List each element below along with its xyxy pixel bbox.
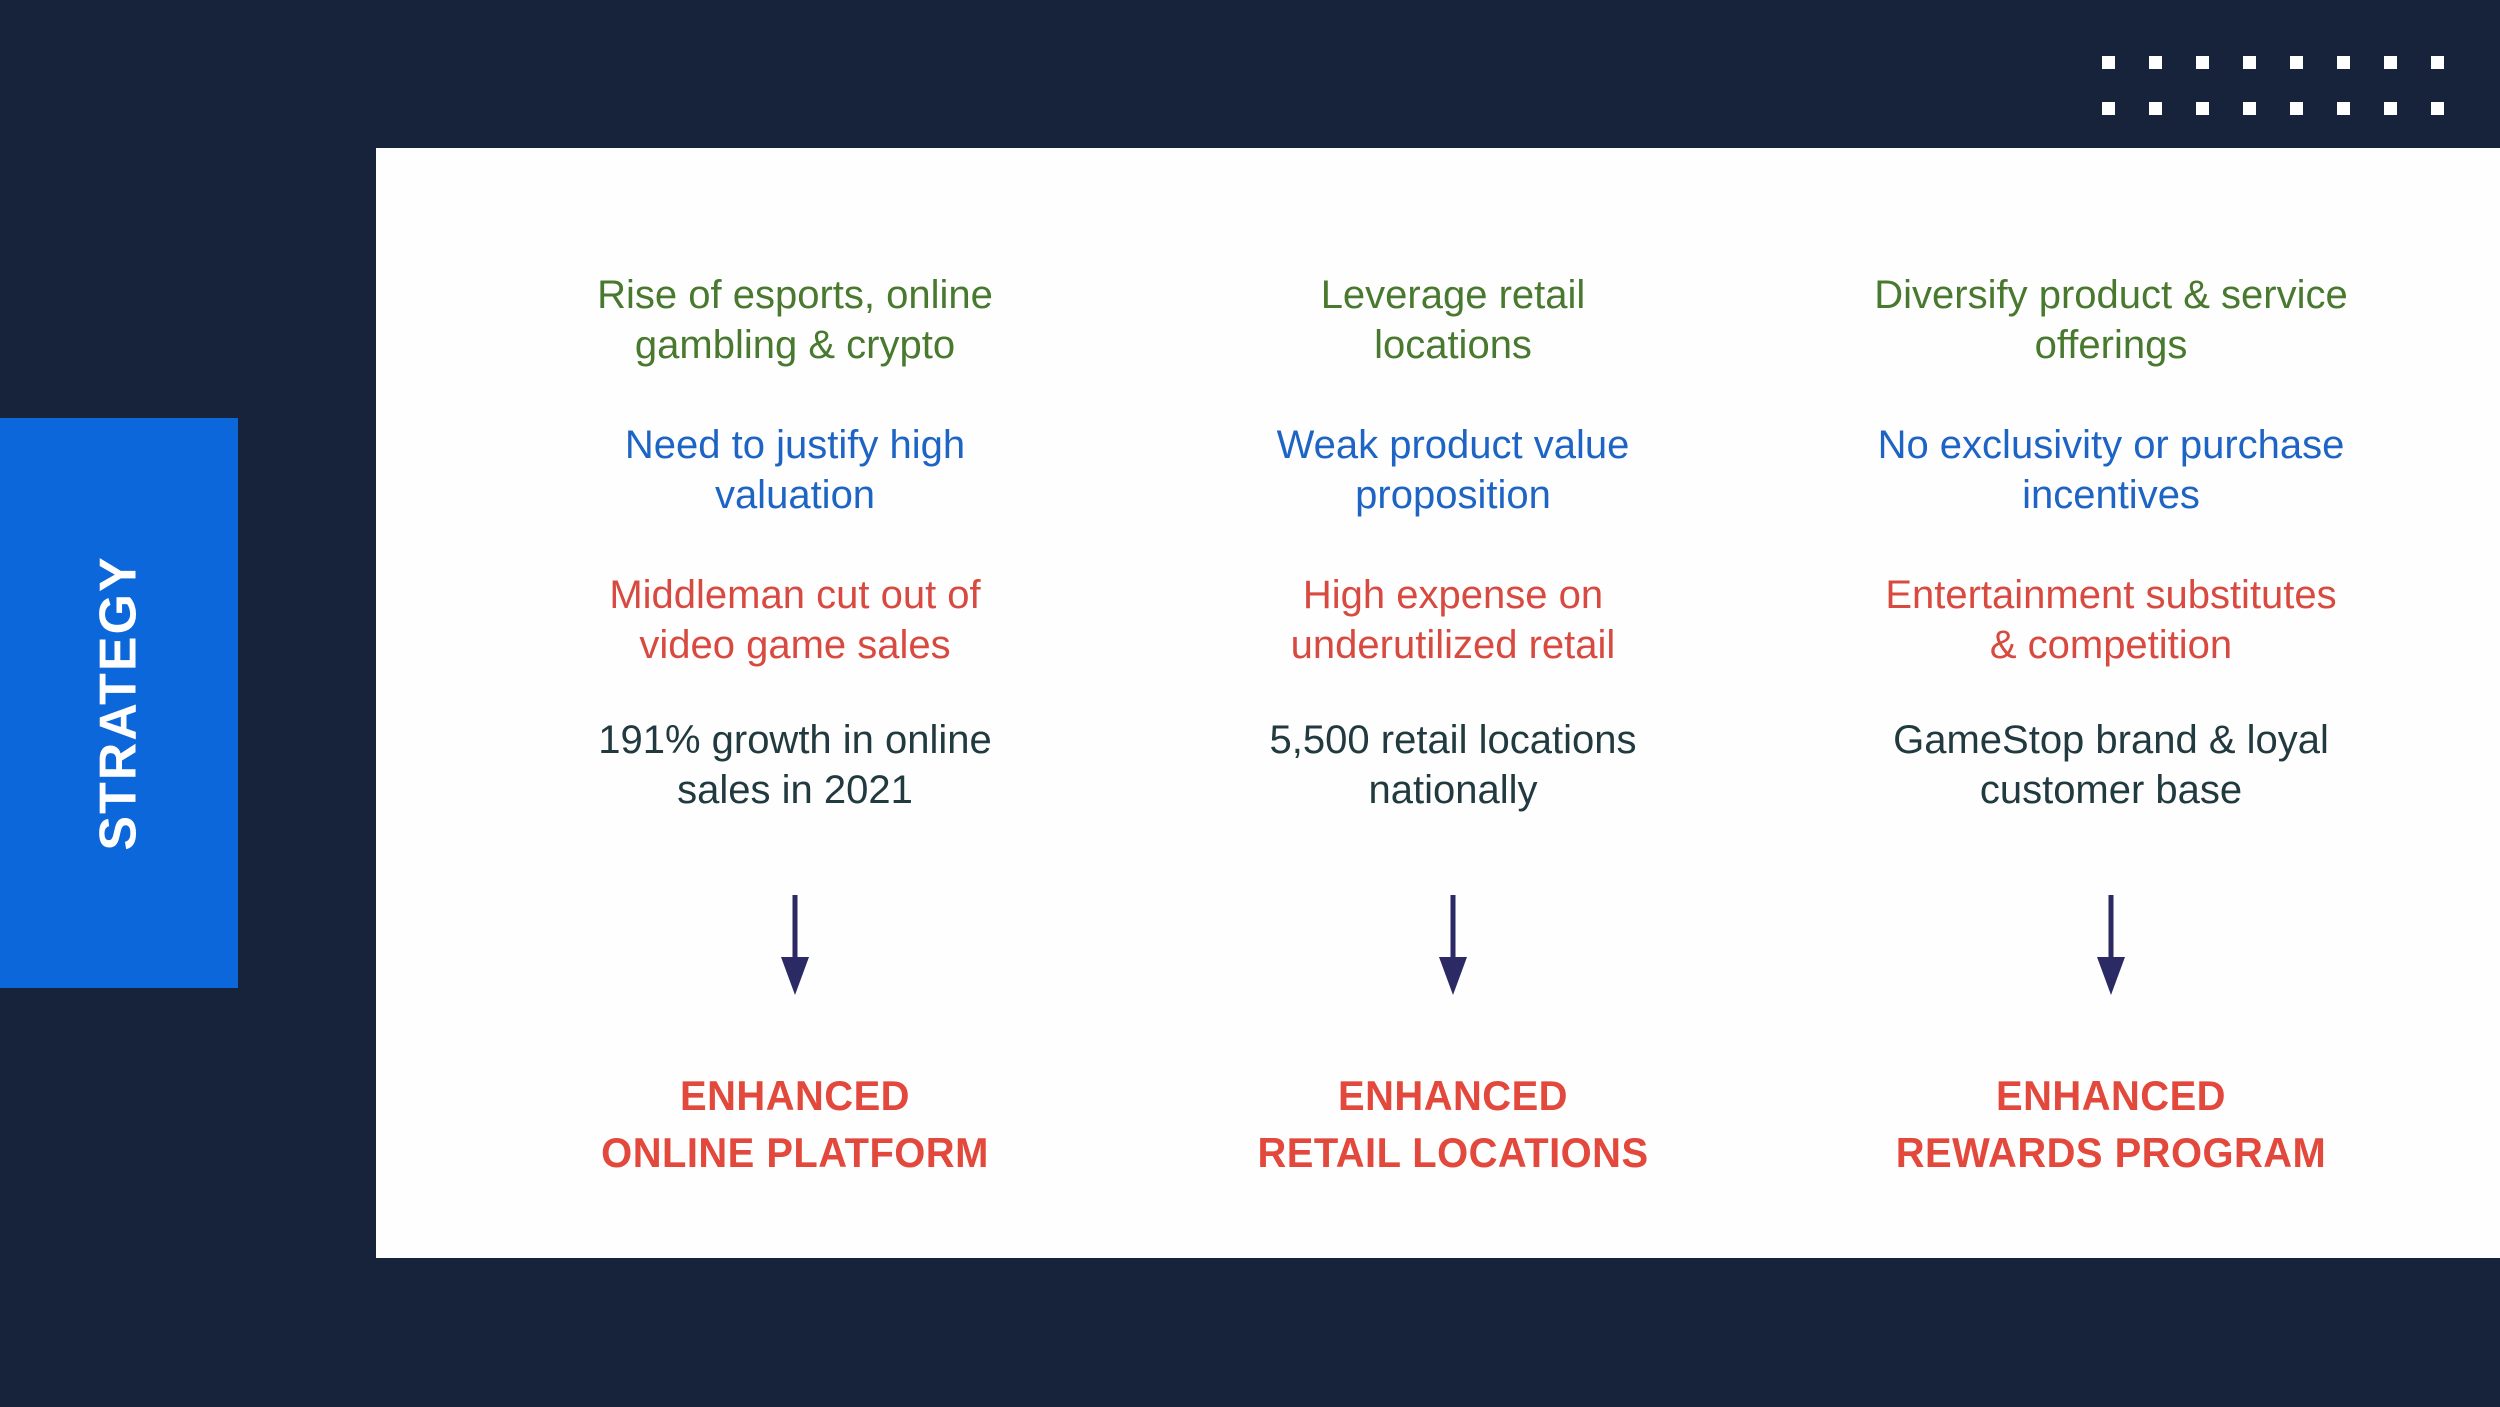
dot <box>2337 102 2350 115</box>
down-arrow-icon <box>2094 895 2128 995</box>
outcome-heading: ENHANCED ONLINE PLATFORM <box>601 1072 989 1176</box>
challenge-text: Need to justify high valuation <box>624 423 966 517</box>
risk-text: High expense on underutilized retail <box>1290 573 1616 667</box>
strategy-column-online-platform: Rise of esports, online gambling & crypt… <box>466 148 1124 1258</box>
dot <box>2337 56 2350 69</box>
fact-text: 191% growth in online sales in 2021 <box>598 718 992 812</box>
dot <box>2243 102 2256 115</box>
dot <box>2290 102 2303 115</box>
fact-text: GameStop brand & loyal customer base <box>1893 718 2329 812</box>
dot <box>2431 102 2444 115</box>
dots-pattern <box>2102 56 2444 115</box>
strategy-column-retail-locations: Leverage retail locations Weak product v… <box>1124 148 1782 1258</box>
dot <box>2149 56 2162 69</box>
dot <box>2196 56 2209 69</box>
risk-text: Middleman cut out of video game sales <box>609 573 981 667</box>
dot <box>2290 56 2303 69</box>
strategy-column-rewards-program: Diversify product & service offerings No… <box>1782 148 2440 1258</box>
challenge-text: Weak product value proposition <box>1276 423 1630 517</box>
outcome-heading: ENHANCED REWARDS PROGRAM <box>1895 1072 2327 1176</box>
dot <box>2431 56 2444 69</box>
content-panel: Rise of esports, online gambling & crypt… <box>376 148 2500 1258</box>
dot <box>2102 56 2115 69</box>
dot <box>2149 102 2162 115</box>
section-tab-strategy: STRATEGY <box>0 418 238 988</box>
down-arrow-icon <box>1436 895 1470 995</box>
dot <box>2196 102 2209 115</box>
fact-text: 5,500 retail locations nationally <box>1269 718 1637 812</box>
down-arrow-icon <box>778 895 812 995</box>
risk-text: Entertainment substitutes & competition <box>1885 573 2337 667</box>
section-tab-label: STRATEGY <box>90 555 148 851</box>
challenge-text: No exclusivity or purchase incentives <box>1877 423 2345 517</box>
opportunity-text: Rise of esports, online gambling & crypt… <box>597 273 993 367</box>
outcome-heading: ENHANCED RETAIL LOCATIONS <box>1257 1072 1649 1176</box>
opportunity-text: Leverage retail locations <box>1320 273 1586 367</box>
dot <box>2102 102 2115 115</box>
dot <box>2243 56 2256 69</box>
opportunity-text: Diversify product & service offerings <box>1874 273 2348 367</box>
dot <box>2384 102 2397 115</box>
dot <box>2384 56 2397 69</box>
